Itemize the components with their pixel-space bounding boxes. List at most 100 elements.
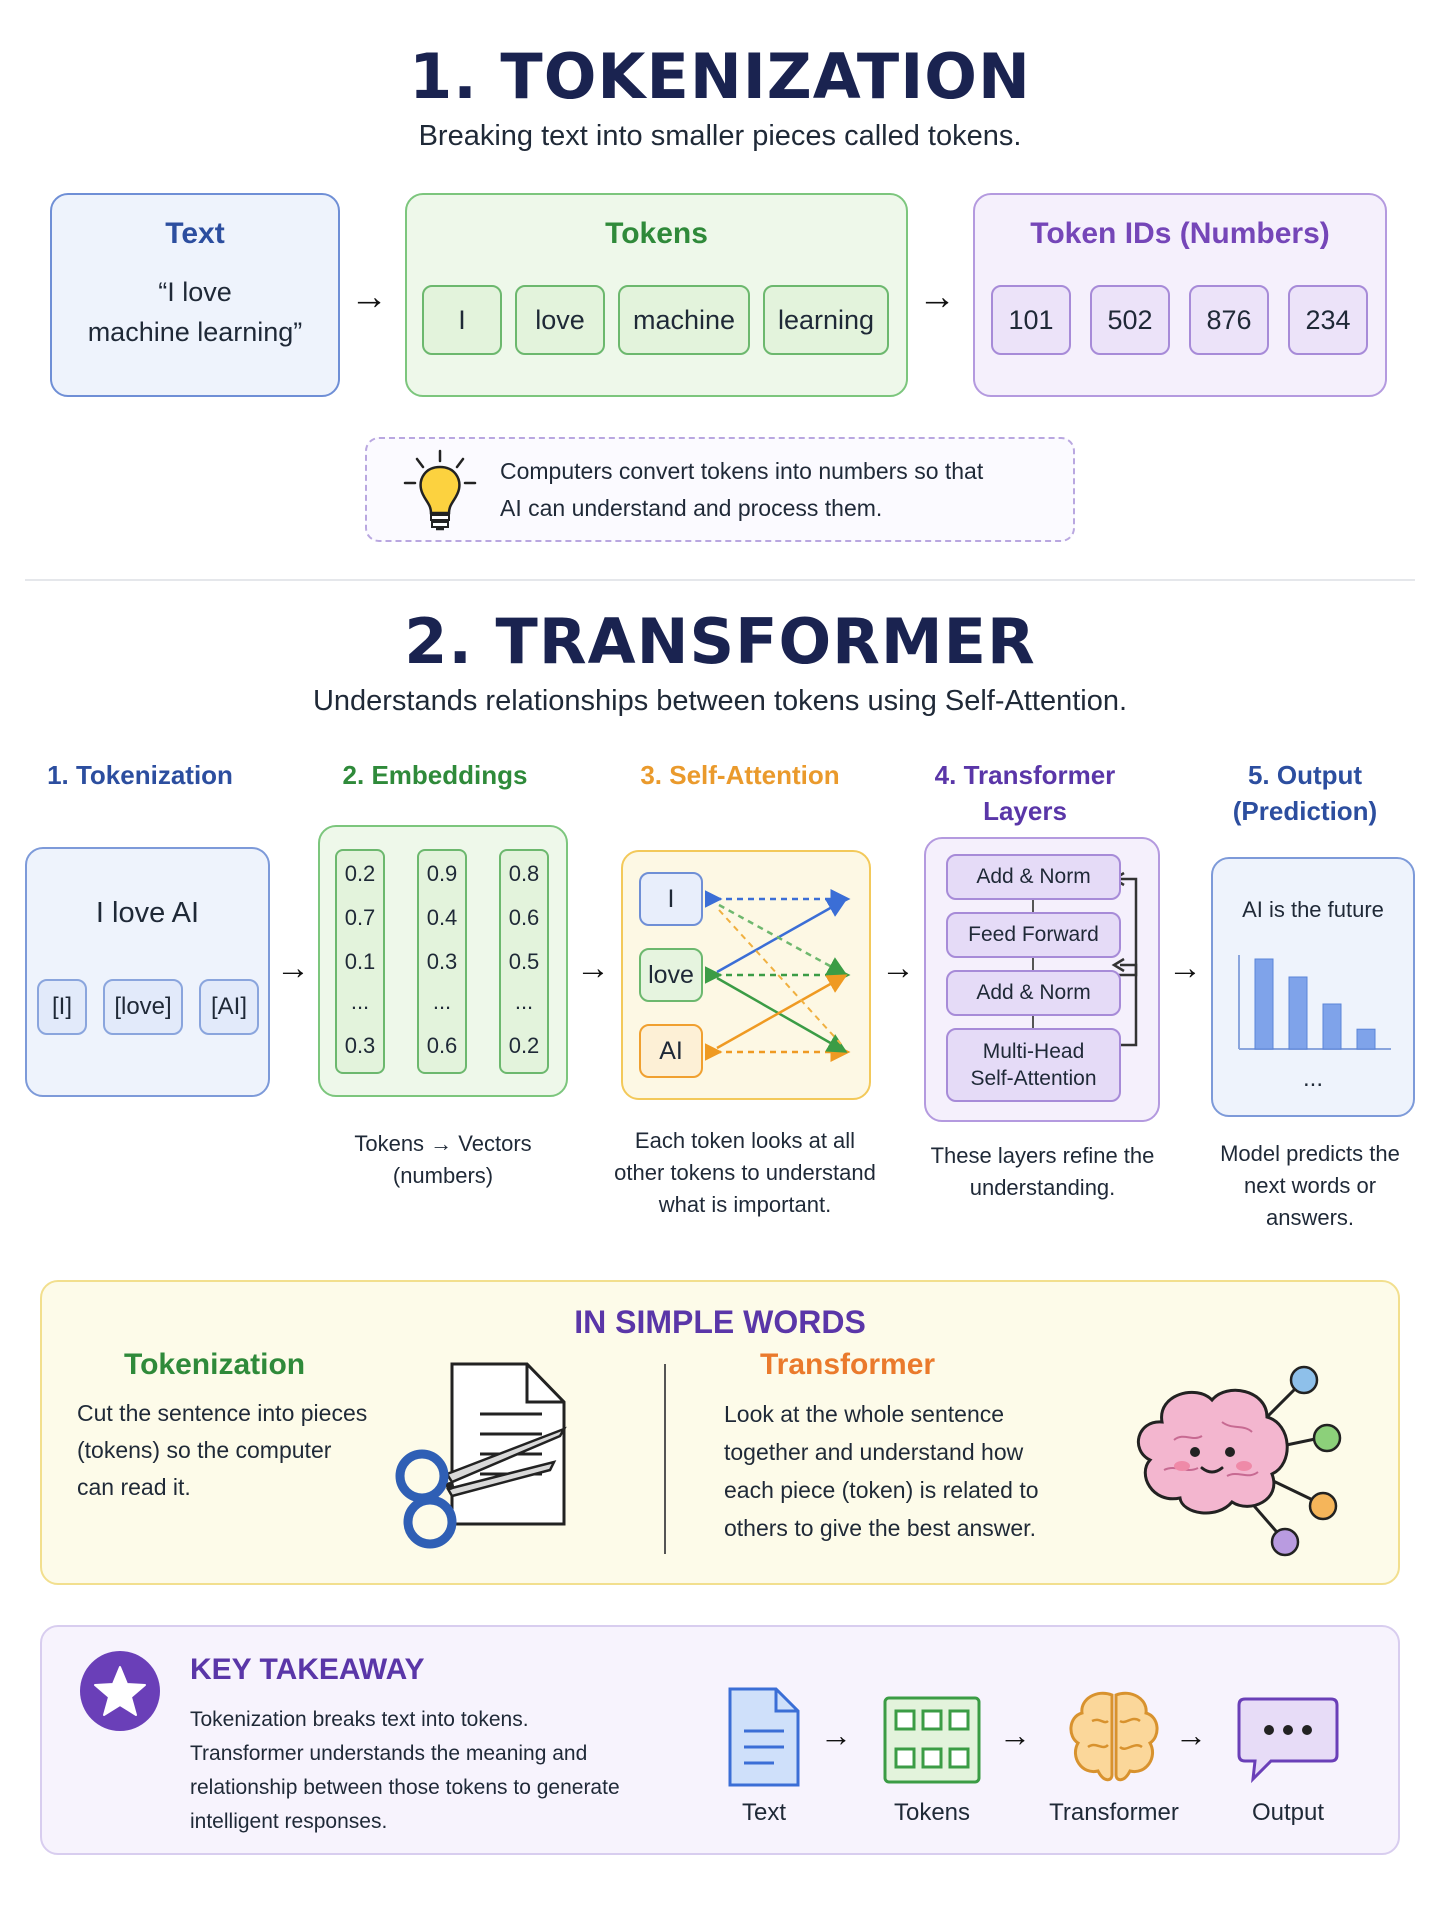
step-title-output: 5. Output(Prediction) [1232, 760, 1378, 826]
embedding-value: 0.4 [426, 905, 458, 930]
embedding-value: 0.6 [508, 905, 540, 930]
embeddings-panel: 0.2 0.7 0.1... 0.3 0.9 0.4 0.3... 0.6 0.8 0.6 0.5.… [318, 825, 568, 1097]
attention-token: I [639, 872, 703, 926]
simple-right-title: Transformer [760, 1348, 936, 1381]
token-id-chip: 234 [1288, 285, 1368, 355]
flow-arrow: → [999, 1717, 1031, 1753]
arrow-tokens-to-ids: → [918, 276, 956, 318]
attention-token: love [639, 948, 703, 1002]
token-ids-box: Token IDs (Numbers) 101 502 876 234 [973, 193, 1387, 397]
layer-add-norm-top: Add & Norm [946, 854, 1121, 900]
document-icon [728, 1687, 800, 1787]
embedding-value: 0.3 [344, 1033, 376, 1058]
embedding-value: 0.2 [508, 1033, 540, 1058]
attention-token: AI [639, 1024, 703, 1078]
tip-line2: AI can understand and process them. [500, 495, 883, 521]
flow-label-tokens: Tokens [893, 1799, 971, 1826]
lightbulb-icon [403, 449, 477, 531]
token-id-chip: 101 [991, 285, 1071, 355]
layer-add-norm-bottom: Add & Norm [946, 970, 1121, 1016]
token-chip: learning [763, 285, 889, 355]
arrow-step2-3: → [576, 949, 610, 987]
text-box-line2: machine learning” [87, 317, 303, 347]
flow-arrow: → [1175, 1717, 1207, 1753]
token-ids-label: Token IDs (Numbers) [1030, 217, 1330, 250]
embedding-value: ... [432, 989, 452, 1014]
tokens-box-label: Tokens [605, 217, 708, 250]
transformer-subtitle: Understands relationships between tokens… [312, 685, 1128, 717]
key-takeaway-panel: KEY TAKEAWAY Tokenization breaks text in… [40, 1625, 1400, 1855]
simple-left-text: Cut the sentence into pieces(tokens) so … [77, 1400, 368, 1500]
token-id-chip: 876 [1189, 285, 1269, 355]
flow-label-transformer: Transformer [1049, 1799, 1179, 1826]
embedding-value: 0.8 [508, 861, 540, 886]
flow-label-text: Text [741, 1799, 786, 1826]
token-chip: [AI] [199, 979, 259, 1035]
flow-label-output: Output [1251, 1799, 1325, 1826]
step-title-self-attention: 3. Self-Attention [640, 760, 840, 790]
token-chip: [I] [37, 979, 87, 1035]
embedding-value: ... [514, 989, 534, 1014]
embedding-vector: 0.2 0.7 0.1... 0.3 [335, 849, 385, 1074]
output-ellipsis: ... [1302, 1065, 1323, 1092]
key-takeaway-title: KEY TAKEAWAY [190, 1653, 425, 1686]
brain-network-icon [1137, 1365, 1342, 1557]
chat-bubble-icon [1237, 1697, 1339, 1784]
token-chip: [love] [103, 979, 183, 1035]
output-panel: AI is the future ... [1211, 857, 1415, 1117]
text-box-line1: “I love [158, 277, 232, 307]
self-attention-panel: I love AI [621, 850, 871, 1100]
embedding-value: 0.6 [426, 1033, 458, 1058]
arrow-step3-4: → [881, 949, 915, 987]
simple-divider [664, 1364, 666, 1554]
simple-words-panel: IN SIMPLE WORDS Tokenization Cut the sen… [40, 1280, 1400, 1585]
prediction-bars [1238, 955, 1391, 1050]
embedding-vector: 0.9 0.4 0.3... 0.6 [417, 849, 467, 1074]
star-badge-icon [80, 1651, 160, 1731]
simple-left-title: Tokenization [124, 1348, 306, 1381]
arrow-text-to-tokens: → [350, 276, 388, 318]
token-chip: I [422, 285, 502, 355]
embedding-value: ... [350, 989, 370, 1014]
tokenization-subtitle: Breaking text into smaller pieces called… [418, 120, 1022, 152]
layer-feed-forward: Feed Forward [946, 912, 1121, 958]
output-text: AI is the future [1242, 897, 1384, 922]
prediction-bar [1322, 1003, 1342, 1050]
sentence-text: I love AI [95, 897, 200, 929]
embedding-value: 0.2 [344, 861, 376, 886]
text-box: Text “I love machine learning” [50, 193, 340, 397]
tokenization-panel: I love AI [I] [love] [AI] [25, 847, 270, 1097]
simple-words-title: IN SIMPLE WORDS [574, 1304, 866, 1340]
embedding-value: 0.1 [344, 949, 376, 974]
arrow-step1-2: → [276, 949, 310, 987]
scissors-document-icon [395, 1362, 567, 1549]
embedding-vector: 0.8 0.6 0.5... 0.2 [499, 849, 549, 1074]
tokens-box: Tokens I love machine learning [405, 193, 908, 397]
arrow-step4-5: → [1168, 949, 1202, 987]
caption-embeddings: Tokens → Vectors(numbers) [354, 1131, 532, 1188]
prediction-bar [1356, 1028, 1376, 1050]
embedding-value: 0.3 [426, 949, 458, 974]
token-chip: love [515, 285, 605, 355]
brain-icon [1069, 1691, 1159, 1782]
attention-links [705, 889, 851, 1062]
embedding-value: 0.7 [344, 905, 376, 930]
tip-box: Computers convert tokens into numbers so… [365, 437, 1075, 542]
section-divider [25, 579, 1415, 581]
prediction-bar [1288, 976, 1308, 1050]
prediction-bar [1254, 958, 1274, 1050]
token-chip: machine [618, 285, 750, 355]
embedding-value: 0.9 [426, 861, 458, 886]
tip-line1: Computers convert tokens into numbers so… [500, 458, 984, 484]
step-title-embeddings: 2. Embeddings [342, 760, 528, 790]
tokenization-title: 1. TOKENIZATION [409, 40, 1031, 113]
step-title-tokenization: 1. Tokenization [47, 760, 233, 790]
key-takeaway-text: Tokenization breaks text into tokens.Tra… [190, 1708, 620, 1833]
embedding-value: 0.5 [508, 949, 540, 974]
